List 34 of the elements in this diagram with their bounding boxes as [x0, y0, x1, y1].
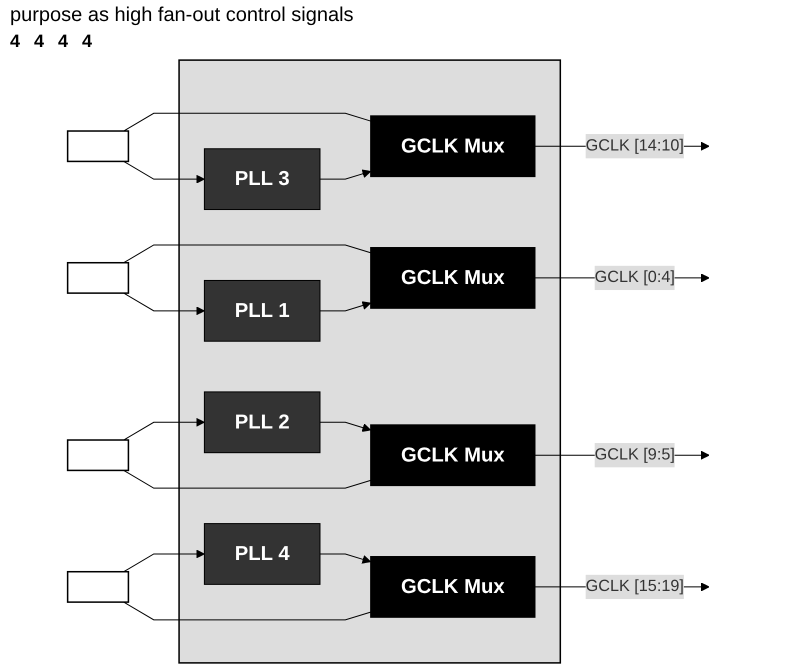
arrow — [320, 553, 372, 564]
edge-label: GCLK [0:4] — [594, 268, 675, 286]
bus-width-label: 4 — [58, 31, 68, 52]
bus-width-label: 4 — [82, 31, 92, 52]
arrow — [320, 422, 372, 432]
arrow — [123, 292, 205, 316]
node-box: GCLK Mux — [370, 424, 536, 486]
node-box: GCLK Mux — [370, 556, 536, 618]
node-box — [66, 570, 130, 603]
arrow — [320, 301, 372, 312]
heading-text: purpose as high fan-out control signals — [10, 4, 354, 26]
arrow — [320, 169, 372, 180]
node-box: PLL 4 — [204, 523, 320, 585]
node-box — [66, 130, 130, 162]
arrow — [123, 418, 205, 440]
node-box — [66, 439, 130, 472]
edge-label: GCLK [15:19] — [586, 578, 684, 596]
edge-label: GCLK [9:5] — [594, 446, 675, 464]
arrow — [123, 160, 205, 184]
node-box: PLL 2 — [204, 391, 320, 454]
cluster — [178, 59, 562, 664]
connector — [123, 470, 371, 489]
node-box: PLL 1 — [204, 280, 320, 342]
node-box: GCLK Mux — [370, 115, 536, 178]
arrow — [123, 550, 205, 572]
connector — [123, 602, 371, 620]
bus-width-label: 4 — [34, 31, 44, 52]
edge-label: GCLK [14:10] — [586, 137, 684, 154]
node-box: PLL 3 — [204, 148, 320, 210]
connector — [123, 112, 371, 132]
connector — [123, 244, 371, 264]
bus-width-label: 4 — [10, 31, 20, 52]
node-box — [66, 262, 130, 294]
node-box: GCLK Mux — [370, 247, 536, 309]
